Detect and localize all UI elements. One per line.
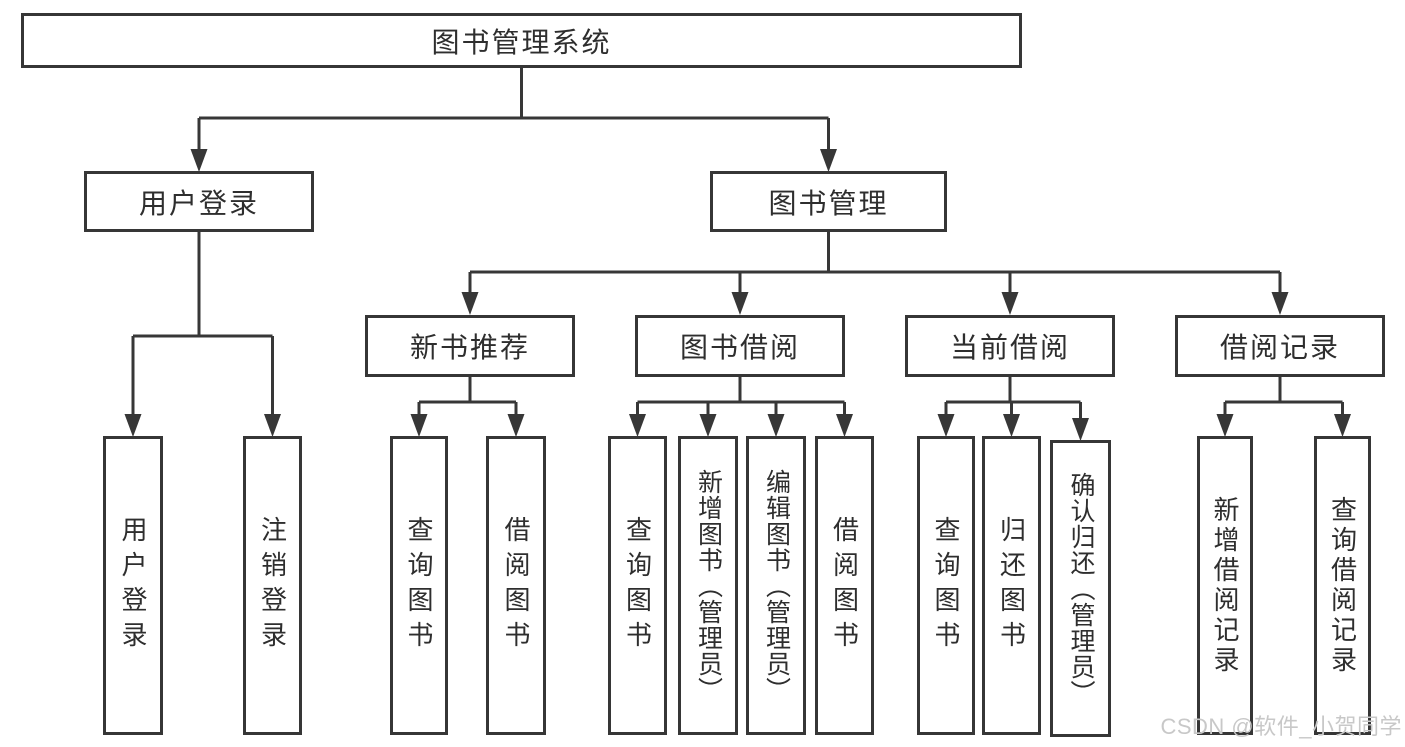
leaf-add-borrow-record-label: 新增借阅记录 bbox=[1210, 495, 1240, 676]
leaf-edit-book-admin: 编辑图书（管理员） bbox=[746, 436, 806, 735]
leaf-borrow-books-recommend: 借阅图书 bbox=[486, 436, 546, 735]
node-library-management-system: 图书管理系统 bbox=[21, 13, 1022, 68]
leaf-query-books-recommend-label: 查询图书 bbox=[404, 515, 434, 656]
leaf-edit-book-admin-label: 编辑图书（管理员） bbox=[762, 468, 791, 703]
leaf-query-books-current-label: 查询图书 bbox=[931, 515, 961, 656]
leaf-query-books-borrow: 查询图书 bbox=[608, 436, 667, 735]
leaf-add-book-admin: 新增图书（管理员） bbox=[678, 436, 738, 735]
csdn-watermark: CSDN @软件_小贺同学 bbox=[1160, 714, 1402, 739]
node-book-management: 图书管理 bbox=[710, 171, 947, 232]
leaf-query-books-current: 查询图书 bbox=[917, 436, 975, 735]
leaf-confirm-return-admin: 确认归还（管理员） bbox=[1050, 440, 1111, 737]
leaf-return-book-label: 归还图书 bbox=[996, 515, 1027, 656]
leaf-borrow-books-borrow: 借阅图书 bbox=[815, 436, 874, 735]
node-current-borrow: 当前借阅 bbox=[905, 315, 1115, 377]
leaf-return-book: 归还图书 bbox=[982, 436, 1041, 735]
leaf-logout: 注销登录 bbox=[243, 436, 302, 735]
leaf-query-books-recommend: 查询图书 bbox=[390, 436, 448, 735]
node-user-login: 用户登录 bbox=[84, 171, 314, 232]
leaf-query-books-borrow-label: 查询图书 bbox=[622, 515, 653, 656]
node-book-borrow: 图书借阅 bbox=[635, 315, 845, 377]
leaf-confirm-return-admin-label: 确认归还（管理员） bbox=[1067, 471, 1095, 706]
leaf-borrow-books-borrow-label: 借阅图书 bbox=[829, 515, 860, 656]
node-borrow-records: 借阅记录 bbox=[1175, 315, 1385, 377]
leaf-query-borrow-record-label: 查询借阅记录 bbox=[1327, 495, 1358, 676]
leaf-query-borrow-record: 查询借阅记录 bbox=[1314, 436, 1371, 735]
leaf-user-login-label: 用户登录 bbox=[118, 515, 148, 656]
leaf-add-borrow-record: 新增借阅记录 bbox=[1197, 436, 1253, 735]
node-new-book-recommend: 新书推荐 bbox=[365, 315, 575, 377]
leaf-add-book-admin-label: 新增图书（管理员） bbox=[694, 468, 723, 703]
leaf-user-login: 用户登录 bbox=[103, 436, 163, 735]
leaf-logout-label: 注销登录 bbox=[257, 515, 288, 656]
leaf-borrow-books-recommend-label: 借阅图书 bbox=[501, 515, 531, 656]
